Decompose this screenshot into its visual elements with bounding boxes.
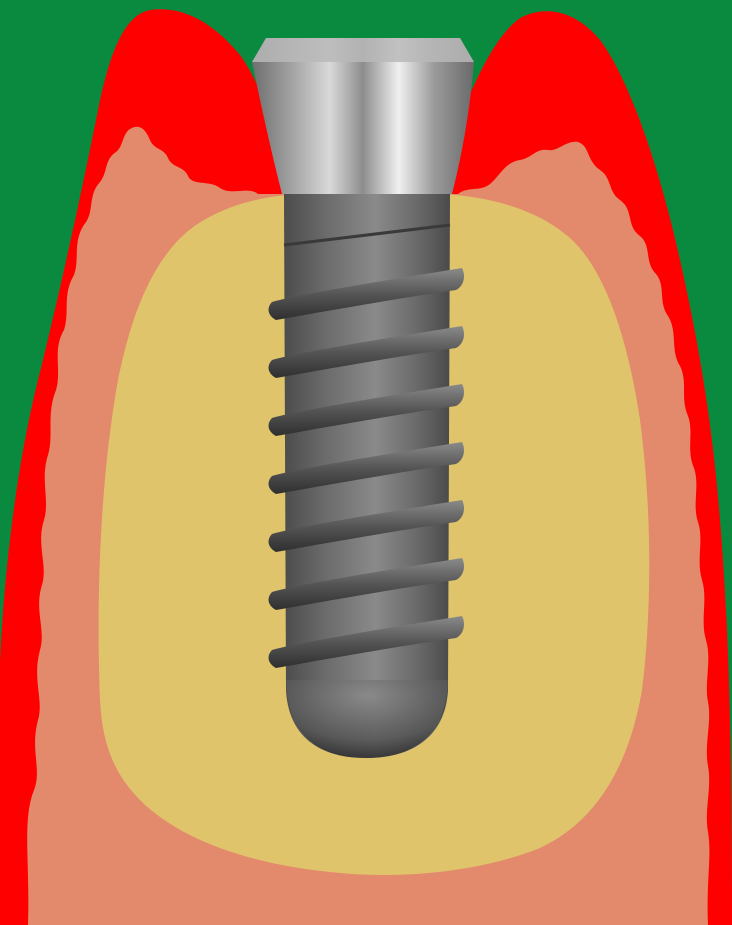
dental-implant: [252, 38, 474, 758]
abutment-top-rim: [252, 38, 474, 62]
